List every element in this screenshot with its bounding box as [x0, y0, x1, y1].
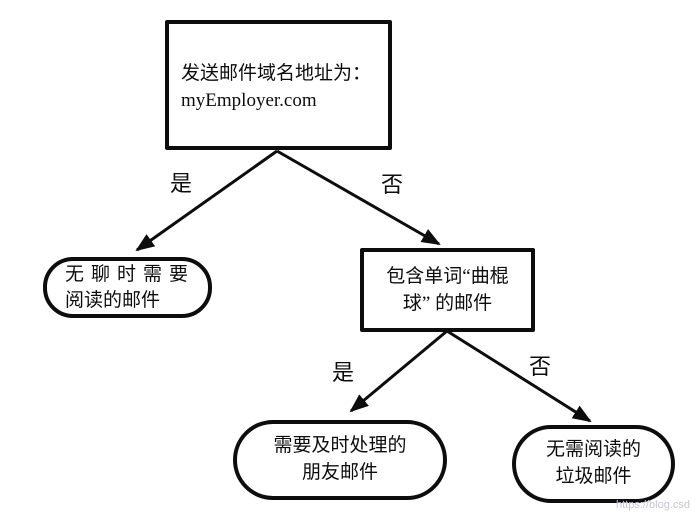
- watermark-text: https://blog.csd: [616, 499, 690, 511]
- node-text-line: 垃圾邮件: [555, 466, 632, 487]
- leaf-node-friend-mail: 需要及时处理的 朋友邮件: [233, 420, 447, 500]
- node-text-line: myEmployer.com: [181, 90, 317, 111]
- decision-node-contains-hockey: 包含单词“曲棍 球” 的邮件: [360, 248, 535, 332]
- edge-hockey-no-arrow: [446, 329, 592, 423]
- decision-node-sender-domain: 发送邮件域名地址为： myEmployer.com: [165, 20, 392, 150]
- node-text-line: 球” 的邮件: [402, 293, 493, 314]
- edge-label-yes: 是: [170, 171, 193, 196]
- edge-label-no: 否: [529, 354, 552, 379]
- node-text-line: 发送邮件域名地址为：: [181, 63, 372, 85]
- node-text-line: 包含单词“曲棍: [386, 266, 509, 288]
- edge-root-no-arrow: [276, 149, 441, 246]
- node-text-line: 需要及时处理的: [273, 435, 407, 457]
- edge-root-yes-arrow: [135, 149, 278, 252]
- node-text-line: 朋友邮件: [301, 462, 378, 483]
- node-text-line: 无需阅读的: [545, 439, 641, 461]
- leaf-node-spam-mail: 无需阅读的 垃圾邮件: [512, 425, 675, 503]
- node-text-line: 阅读的邮件: [65, 289, 161, 311]
- leaf-node-boring-mail: 无聊时需要 阅读的邮件: [43, 257, 212, 318]
- edge-label-no: 否: [381, 172, 404, 197]
- node-text-line: 无聊时需要: [65, 263, 196, 285]
- edge-hockey-yes-arrow: [349, 329, 448, 413]
- edge-label-yes: 是: [332, 360, 355, 385]
